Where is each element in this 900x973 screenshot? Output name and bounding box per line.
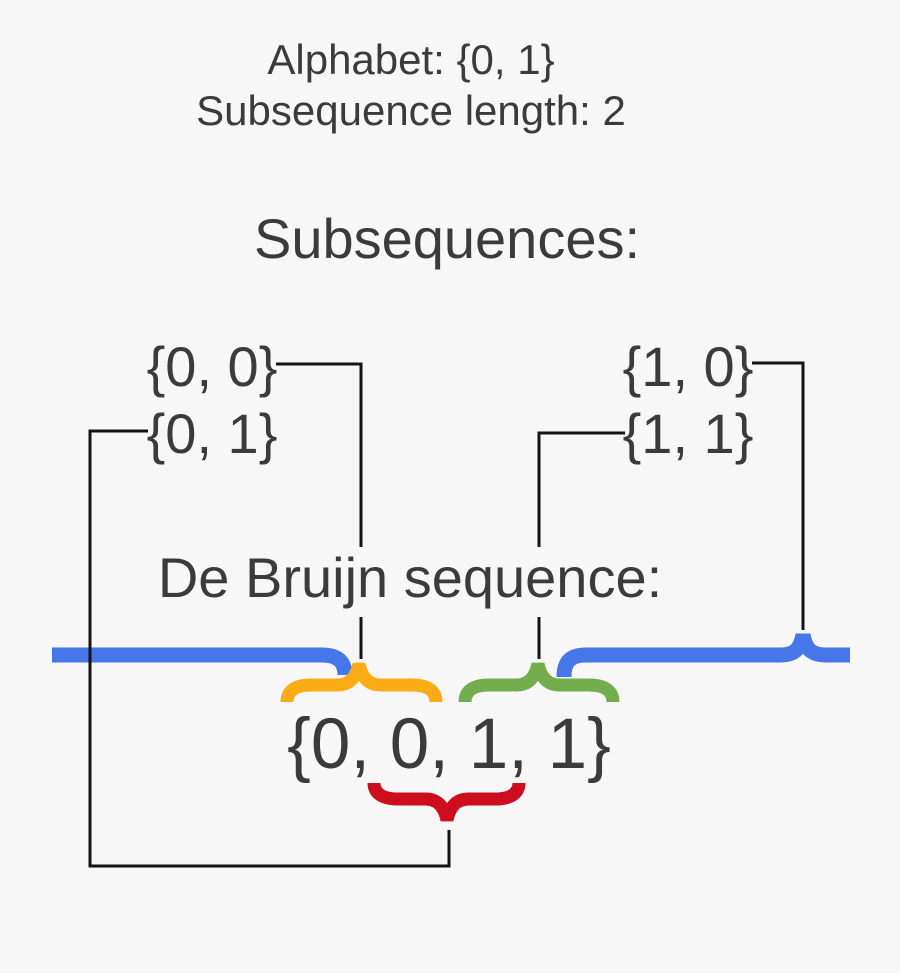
connector-11-line [537,431,625,659]
subsequence-label-11: {1, 1} [622,402,754,465]
connector-10-line [752,361,805,630]
parameters-block: Alphabet: {0, 1} Subsequence length: 2 [196,34,626,136]
yellow-brace [280,662,443,703]
subsequences-heading: Subsequences: [253,207,641,270]
connector-00-line [276,362,363,659]
connector-01-line [88,429,451,868]
subsequence-length-line: Subsequence length: 2 [196,87,626,134]
green-brace [458,662,620,703]
de-bruijn-sequence-text: {0, 0, 1, 1} [287,705,611,784]
subsequence-label-10: {1, 0} [622,335,754,398]
red-brace [367,782,526,822]
subsequence-label-01: {0, 1} [146,402,278,465]
alphabet-line: Alphabet: {0, 1} [267,36,555,83]
de-bruijn-heading: De Bruijn sequence: [157,546,663,609]
blue-brace-left-segment [52,647,353,676]
subsequence-label-00: {0, 0} [146,335,278,398]
blue-brace-right-segment [556,633,850,678]
